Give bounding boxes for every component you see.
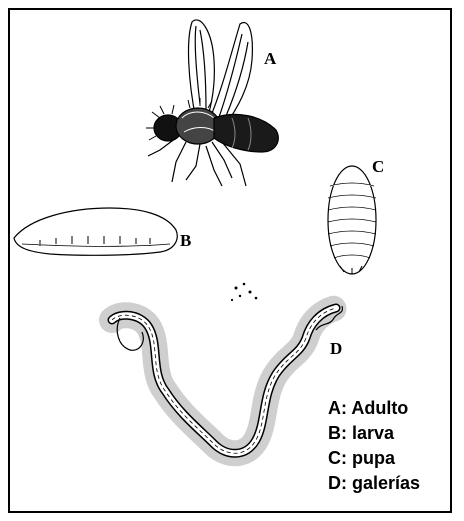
egg-dots: [231, 283, 257, 301]
leaf-mine-drawing: [112, 306, 342, 453]
legend-item-mines: D: galerías: [328, 471, 420, 496]
legend-item-larva: B: larva: [328, 421, 420, 446]
legend-item-pupa: C: pupa: [328, 446, 420, 471]
legend: A: Adulto B: larva C: pupa D: galerías: [328, 396, 420, 496]
adult-fly-drawing: [146, 20, 278, 186]
label-pupa-letter: C: [372, 158, 384, 175]
label-adult-letter: A: [264, 50, 276, 67]
label-larva-letter: B: [180, 232, 191, 249]
pupa-drawing: [328, 166, 376, 274]
larva-drawing: [14, 208, 177, 255]
label-mines-letter: D: [330, 340, 342, 357]
legend-item-adult: A: Adulto: [328, 396, 420, 421]
